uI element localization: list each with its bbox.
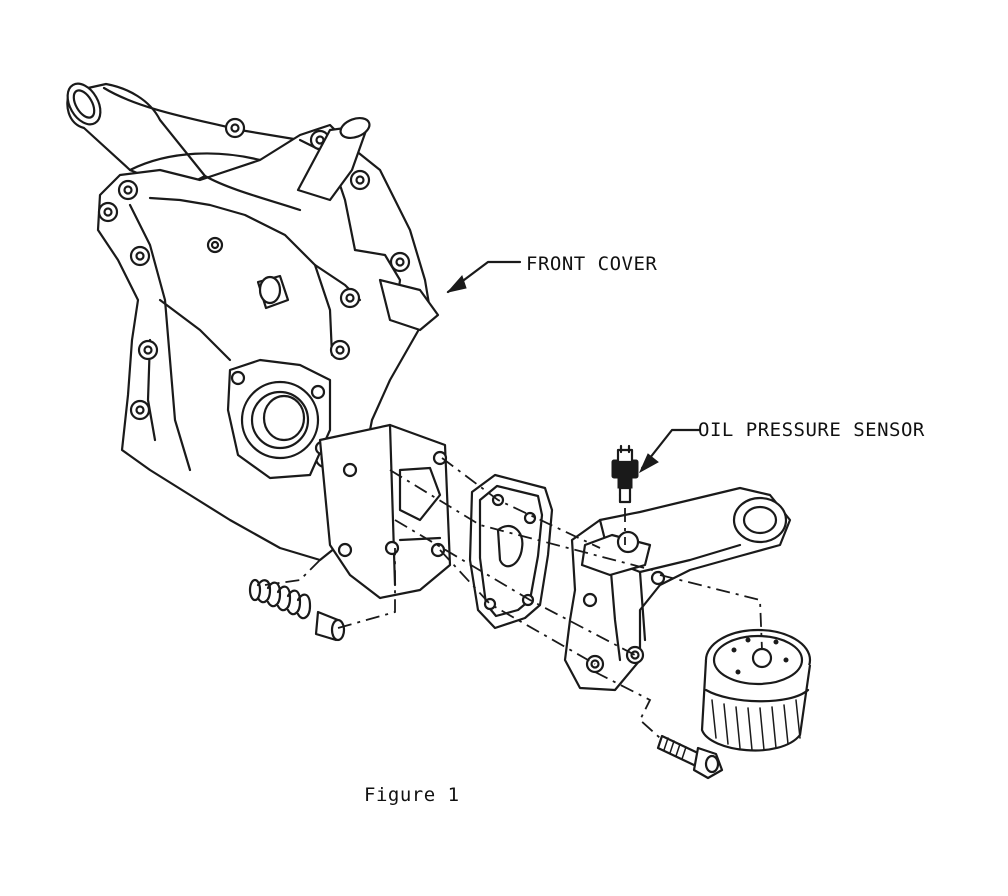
- oil-filter: [700, 628, 812, 752]
- relief-plunger: [314, 610, 346, 642]
- bolt-bosses: [97, 117, 411, 469]
- relief-spring: [248, 578, 312, 620]
- gasket: [468, 473, 554, 630]
- mounting-bolt: [656, 734, 724, 780]
- front-cover-label: FRONT COVER: [526, 253, 658, 275]
- figure-caption: Figure 1: [364, 784, 460, 806]
- label-leaders: [446, 260, 702, 474]
- oil-pressure-sensor-label: OIL PRESSURE SENSOR: [698, 419, 925, 441]
- oil-filter-adapter: [563, 486, 792, 692]
- alignment-lines: [264, 457, 763, 739]
- front-cover: [66, 82, 452, 600]
- oil-pressure-sensor: [611, 444, 639, 504]
